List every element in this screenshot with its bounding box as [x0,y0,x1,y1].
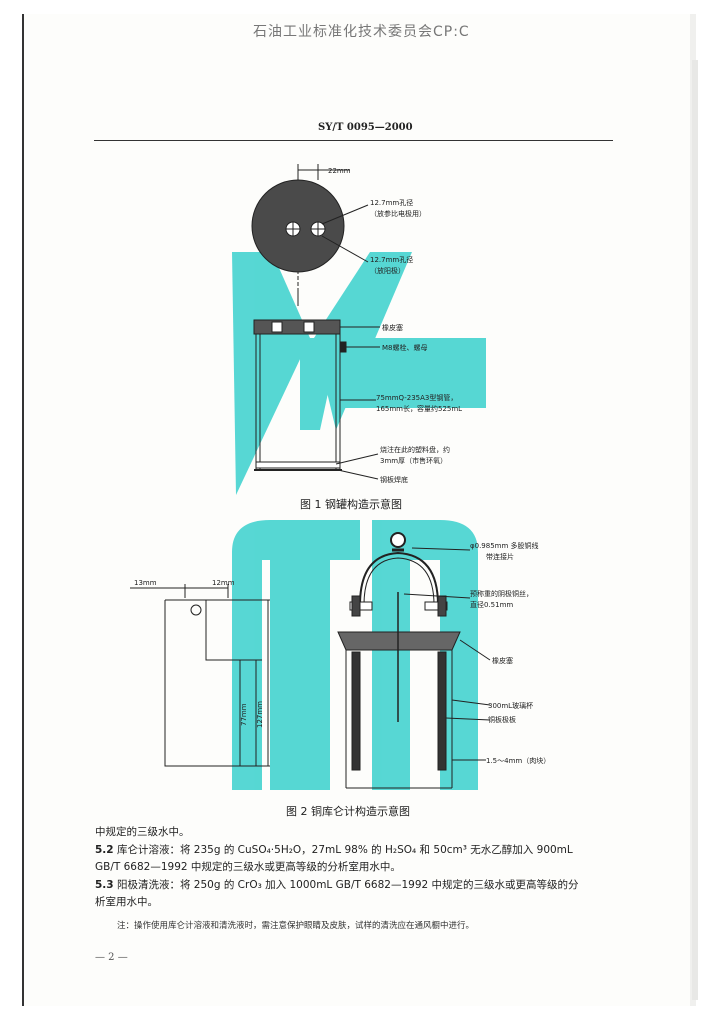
section-5-2: 5.2 库仑计溶液：将 235g 的 CuSO₄·5H₂O，27mL 98% 的… [95,842,615,859]
section-5-2-cont: GB/T 6682—1992 中规定的三级水或更高等级的分析室用水中。 [95,861,401,873]
figure2-labels: 13mm 12mm 77mm 127mm φ0.985mm 多股铜线 带连接片 … [134,541,550,765]
fig1-label-pipe-a: 75mmQ-235A3型钢管， [376,393,457,402]
section-5-2-number: 5.2 [95,844,114,856]
fig2-label-rubber: 橡皮塞 [492,656,513,665]
fig2-label-gap: 1.5～4mm（肉块） [486,756,550,765]
fig1-label-hole1-b: （放参比电极用） [370,209,426,218]
fig1-label-bolt: M8螺栓、螺母 [382,343,428,352]
section-5-2-text: 库仑计溶液：将 235g 的 CuSO₄·5H₂O，27mL 98% 的 H₂S… [116,844,573,856]
fig1-label-plastic-b: 3mm厚（市售环氧） [380,456,447,465]
fig1-label-rubber: 橡皮塞 [382,323,403,332]
fig2-label-wire-b: 带连接片 [486,552,514,561]
header-rule [94,140,613,141]
section-5-3-text: 阳极清洗液：将 250g 的 CrO₃ 加入 1000mL GB/T 6682—… [116,879,579,891]
fig1-label-bottom: 钢板焊底 [380,475,408,484]
fig2-label-plate: 铜板极板 [488,715,516,724]
page-number: — 2 — [95,952,128,963]
fig2-label-beaker: 300mL玻璃杯 [488,701,533,710]
note: 注：操作使用库仑计溶液和清洗液时，需注意保护眼睛及皮肤，试样的清洗应在通风橱中进… [117,921,475,931]
document-page [22,14,696,1006]
figure2-coulometer-drawing [337,532,491,789]
fig2-dim-127: 127mm [256,701,264,728]
figure1-labels: 22mm 12.7mm孔径 （放参比电极用） 12.7mm孔径 （放阳极） 橡皮… [328,167,462,484]
figure1-caption: 图 1 钢罐构造示意图 [300,498,402,511]
fig1-label-hole1-a: 12.7mm孔径 [370,198,413,207]
figure2-caption: 图 2 铜库仑计构造示意图 [286,805,410,818]
fig2-dim-right: 12mm [212,579,235,587]
fig1-label-hole2-b: （放阳极） [370,266,405,275]
fig2-label-wire-a: φ0.985mm 多股铜线 [470,541,539,550]
fig1-label-hole2-a: 12.7mm孔径 [370,255,413,264]
fig1-label-plastic-a: 烧注在此的塑料盘，约 [380,445,450,454]
header-stamp: 石油工业标准化技术委员会CP:C [253,24,470,40]
standard-code: SY/T 0095—2000 [318,122,413,133]
fig2-label-weighed-a: 预称重的阴极铜丝， [470,589,533,598]
section-5-3-cont: 析室用水中。 [95,896,158,908]
fig1-label-pipe-b: 165mm长，容量约525mL [376,404,462,413]
fig1-dim-top: 22mm [328,167,351,175]
body-line-0: 中规定的三级水中。 [95,826,190,838]
page-edge [692,60,698,1000]
fig2-label-weighed-b: 直径0.51mm [470,600,513,609]
figure1-drawing [251,164,380,480]
watermark-upper [232,252,486,495]
section-5-3-number: 5.3 [95,879,114,891]
fig2-dim-left: 13mm [134,579,157,587]
section-5-3: 5.3 阳极清洗液：将 250g 的 CrO₃ 加入 1000mL GB/T 6… [95,877,615,894]
fig2-dim-77: 77mm [240,703,248,726]
figure2-electrode-drawing [130,584,270,767]
